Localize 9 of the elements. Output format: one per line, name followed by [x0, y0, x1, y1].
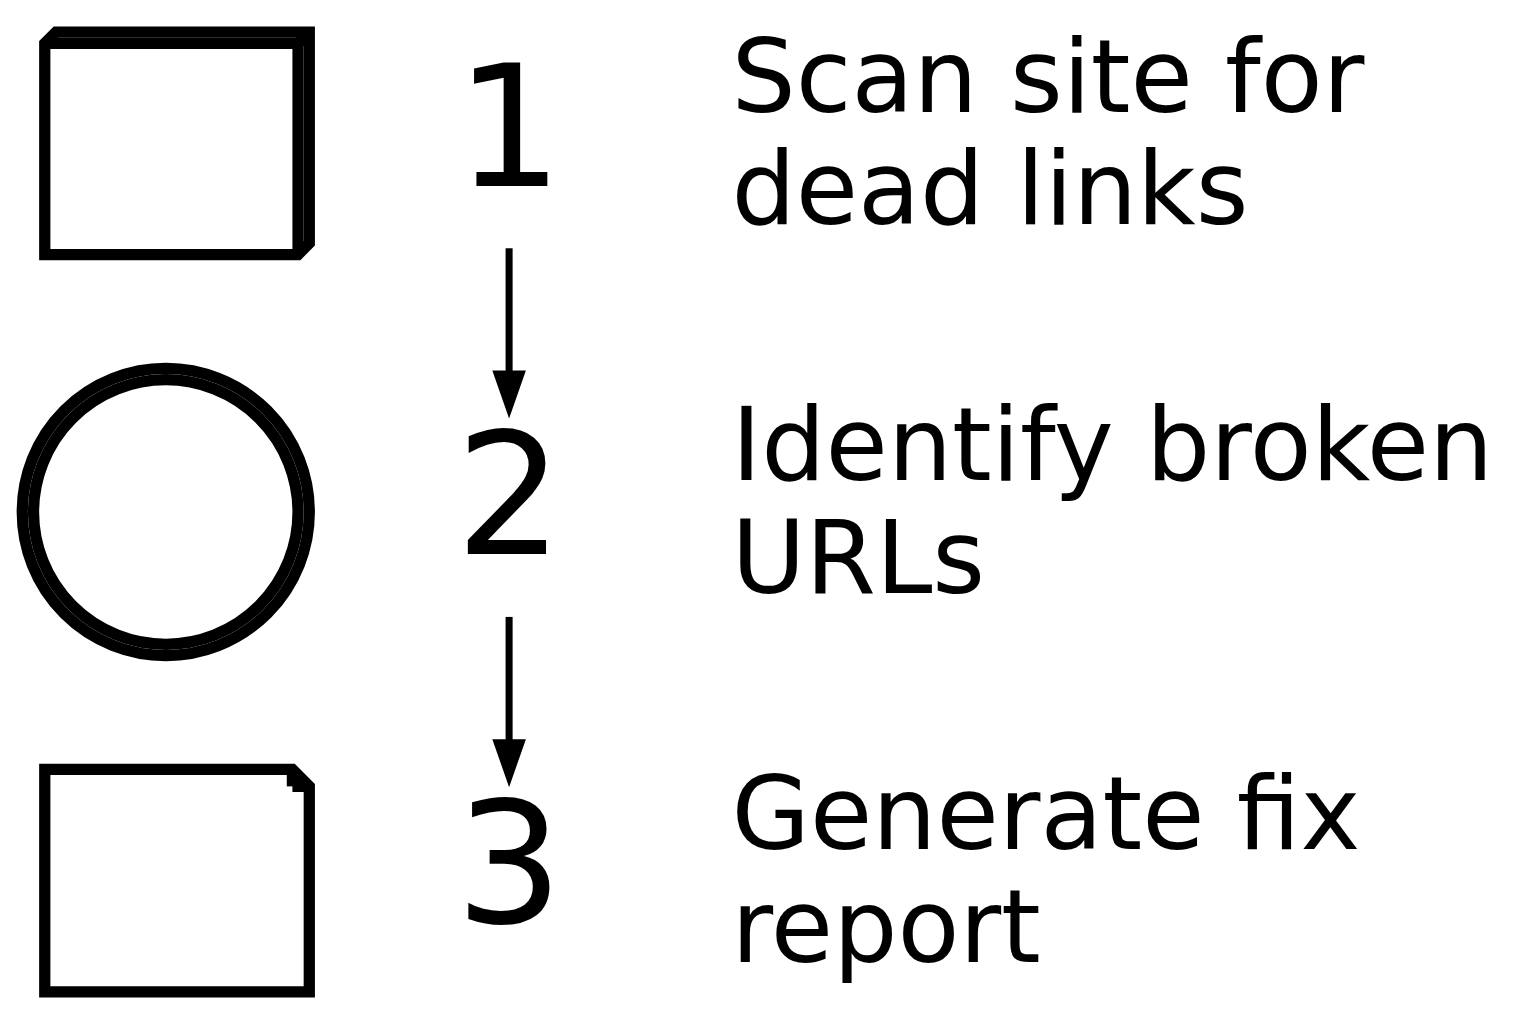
node-text: 3	[455, 765, 563, 963]
node-label: Scan site for dead links	[731, 17, 1365, 249]
node-picture	[39, 763, 315, 998]
node-text: 2	[455, 397, 563, 595]
arrow	[492, 616, 526, 788]
node-label: Identify broken URLs	[731, 386, 1494, 618]
node-picture	[16, 362, 315, 662]
node-label: Generate fix report	[731, 755, 1361, 986]
node-text: 1	[455, 28, 563, 226]
